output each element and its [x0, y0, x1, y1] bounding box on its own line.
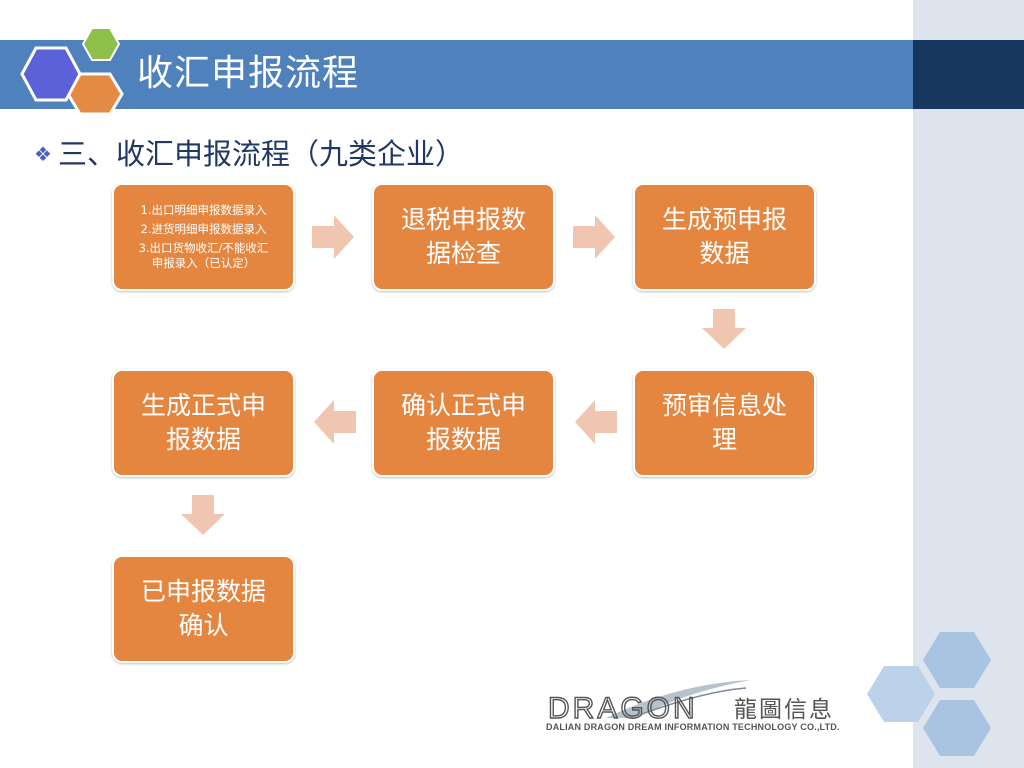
hexagon-logo-icon — [20, 27, 124, 116]
flow-step-pre-review-label: 预审信息处 理 — [661, 391, 787, 454]
flow-step-data-entry-label: 1.出口明细申报数据录入 2.进货明细申报数据录入 3.出口货物收汇/不能收汇 … — [133, 201, 275, 273]
arrow-left-icon — [314, 400, 356, 444]
dragon-logo-icon: DRAGON — [547, 680, 751, 726]
flow-step-generate-pre: 生成预申报 数据 — [633, 183, 816, 291]
arrow-right-icon — [312, 215, 354, 259]
section-heading-text: 三、收汇申报流程（九类企业） — [57, 137, 464, 171]
section-heading: ❖三、收汇申报流程（九类企业） — [34, 134, 464, 174]
brand-chinese-name: 龍圖信息 — [734, 697, 834, 723]
slide-title: 收汇申报流程 — [137, 53, 360, 94]
flow-step-pre-review: 预审信息处 理 — [633, 369, 816, 477]
arrow-down-icon — [181, 495, 225, 535]
flow-step-confirm-declared-label: 已申报数据 确认 — [140, 577, 266, 640]
flow-step-data-entry: 1.出口明细申报数据录入 2.进货明细申报数据录入 3.出口货物收汇/不能收汇 … — [112, 183, 295, 291]
flow-step-generate-pre-label: 生成预申报 数据 — [661, 205, 787, 268]
brand-logo-text: DRAGON — [548, 692, 698, 725]
arrow-right-icon — [573, 215, 615, 259]
brand-full-name: DALIAN DRAGON DREAM INFORMATION TECHNOLO… — [546, 722, 840, 732]
data-entry-line-4: 申报录入（已认定） — [151, 256, 256, 270]
decorative-hexagons — [867, 632, 991, 756]
flow-step-confirm-declared: 已申报数据 确认 — [112, 555, 295, 663]
title-bar — [0, 40, 913, 109]
flow-step-confirm-formal-label: 确认正式申 报数据 — [400, 391, 526, 454]
flow-step-generate-formal-label: 生成正式申 报数据 — [140, 391, 266, 454]
flow-step-confirm-formal: 确认正式申 报数据 — [372, 369, 555, 477]
flow-step-tax-check: 退税申报数 据检查 — [372, 183, 555, 291]
flow-step-tax-check-label: 退税申报数 据检查 — [400, 205, 526, 268]
arrow-down-icon — [702, 309, 746, 349]
data-entry-line-1: 1.出口明细申报数据录入 — [140, 203, 267, 217]
data-entry-line-2: 2.进货明细申报数据录入 — [140, 222, 267, 236]
arrow-left-icon — [575, 400, 617, 444]
diamond-bullet-icon: ❖ — [34, 142, 52, 166]
flow-step-generate-formal: 生成正式申 报数据 — [112, 369, 295, 477]
data-entry-line-3: 3.出口货物收汇/不能收汇 — [138, 241, 269, 255]
title-bar-accent — [913, 40, 1024, 109]
